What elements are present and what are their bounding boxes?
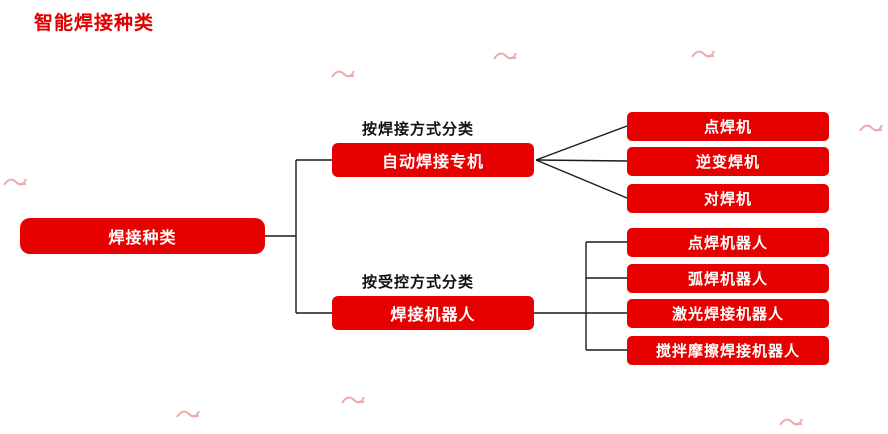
- node-leaf-arc-welding-robot: 弧焊机器人: [627, 264, 829, 293]
- node-root: 焊接种类: [20, 218, 265, 254]
- node-branch-auto-welding-machine: 自动焊接专机: [332, 143, 534, 177]
- node-leaf-inverter-welder: 逆变焊机: [627, 147, 829, 176]
- node-leaf-spot-welder: 点焊机: [627, 112, 829, 141]
- node-leaf-spot-welding-robot: 点焊机器人: [627, 228, 829, 257]
- node-leaf-butt-welder: 对焊机: [627, 184, 829, 213]
- node-leaf-friction-stir-welding-robot: 搅拌摩擦焊接机器人: [627, 336, 829, 365]
- branch-category-label-welding-method: 按焊接方式分类: [362, 121, 475, 138]
- node-branch-welding-robot: 焊接机器人: [332, 296, 534, 330]
- branch-category-label-control-method: 按受控方式分类: [362, 274, 475, 291]
- node-leaf-laser-welding-robot: 激光焊接机器人: [627, 299, 829, 328]
- page-title: 智能焊接种类: [34, 13, 155, 34]
